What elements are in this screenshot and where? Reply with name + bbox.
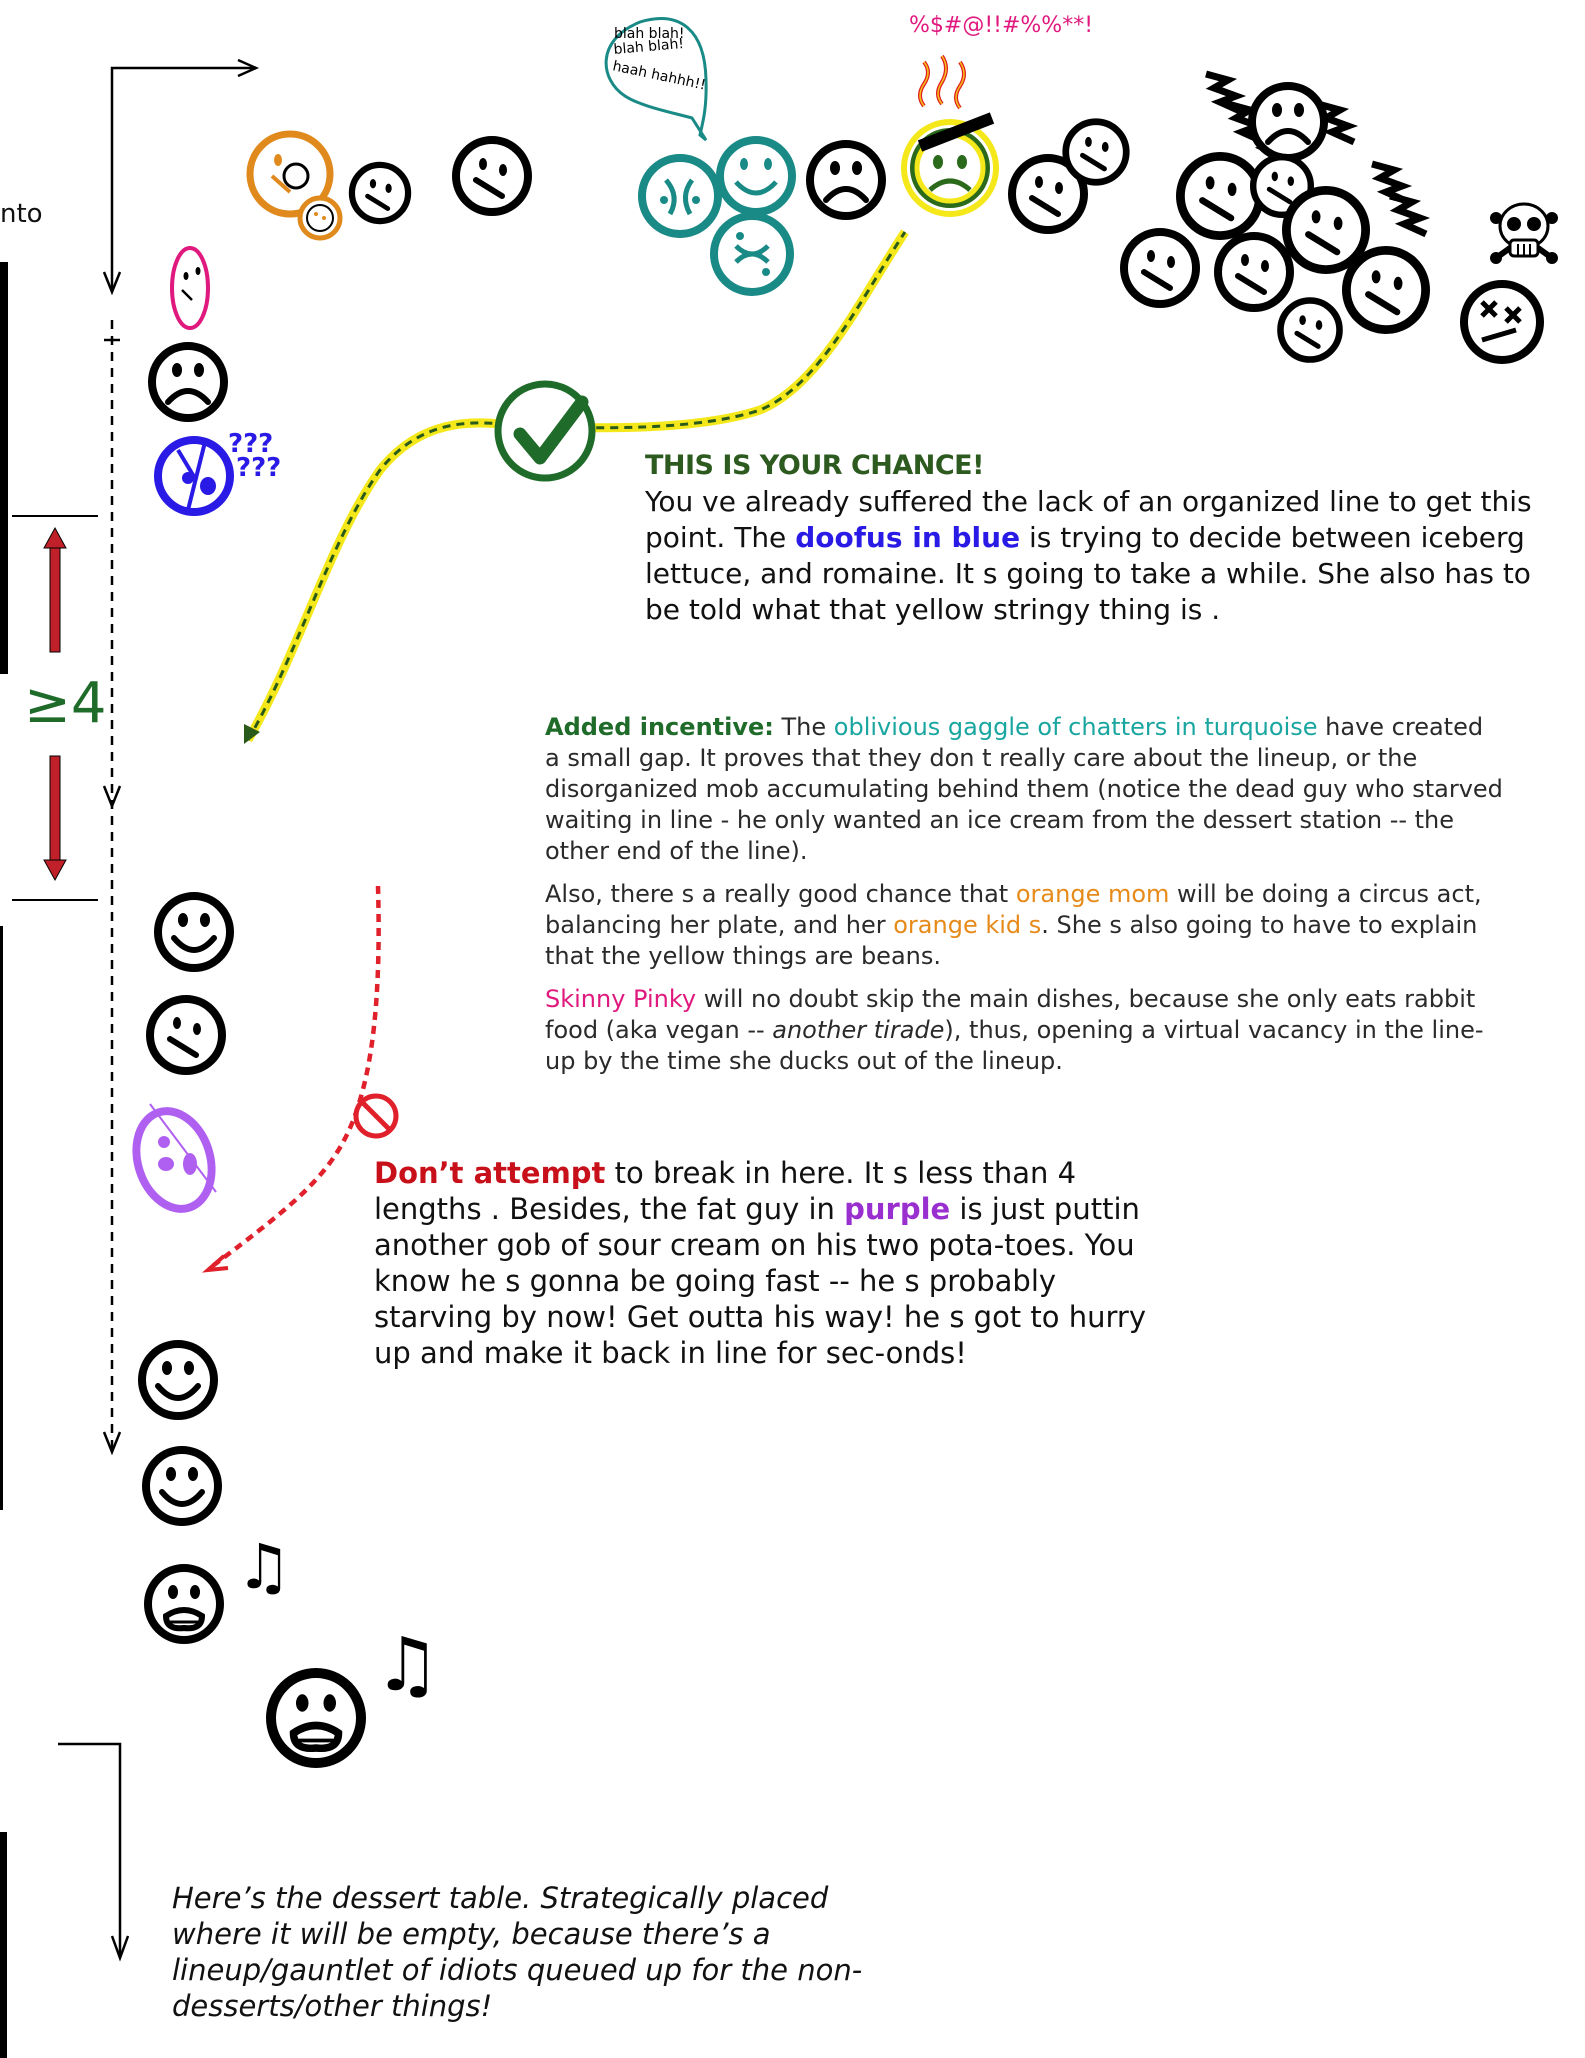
purple-label: purple bbox=[844, 1192, 951, 1226]
dont-attempt-text: Don’t attempt to break in here. It s les… bbox=[374, 1155, 1164, 1371]
singing-face-icon bbox=[271, 1673, 361, 1763]
smiley-face-icon bbox=[158, 896, 230, 968]
doofus-in-blue-label: doofus in blue bbox=[795, 521, 1021, 554]
dont-text-part: to break in here. It s less than 4 lengt… bbox=[374, 1156, 1077, 1226]
lineup-start-bracket bbox=[110, 66, 256, 290]
turquoise-chatter-face bbox=[710, 212, 794, 296]
incentive-text-part: ), thus, opening a virtual vacancy in th… bbox=[545, 1016, 1484, 1075]
incentive-text-part: The bbox=[773, 713, 834, 741]
neutral-face-icon bbox=[352, 165, 408, 221]
orange-mom-face bbox=[246, 130, 334, 218]
dont-text-part: is just puttin another gob of sour cream… bbox=[374, 1192, 1146, 1370]
neutral-face-icon bbox=[1280, 300, 1339, 359]
doofus-in-blue-face bbox=[154, 436, 234, 516]
dont-attempt-label: Don’t attempt bbox=[374, 1156, 606, 1190]
dessert-table-text: Here’s the dessert table. Strategically … bbox=[172, 1881, 863, 2023]
dessert-bracket bbox=[58, 1742, 122, 1956]
speech-bubble-icon: blah blah! blah blah! haah hahhh!! bbox=[604, 17, 708, 142]
incentive-text-part: Also, there s a really good chance that bbox=[545, 880, 1016, 908]
skinny-pinky-face bbox=[170, 246, 210, 330]
turquoise-label: oblivious gaggle of chatters in turquois… bbox=[833, 713, 1318, 741]
your-chance-text: THIS IS YOUR CHANCE! You ve already suff… bbox=[645, 448, 1545, 628]
orange-kid-face bbox=[297, 195, 343, 241]
chance-text-part: is trying to decide between iceberg lett… bbox=[645, 521, 1531, 626]
sad-face-icon bbox=[1252, 86, 1324, 158]
neutral-face-icon bbox=[1346, 250, 1425, 329]
orange-mom-label: orange mom bbox=[1015, 880, 1170, 908]
no-entry-icon bbox=[353, 1093, 399, 1139]
left-edge-bar bbox=[0, 1832, 7, 2058]
dead-face-icon bbox=[1460, 280, 1544, 364]
gap-arrow-down bbox=[43, 755, 67, 882]
neutral-face-icon bbox=[1286, 190, 1365, 269]
question-marks: ??? bbox=[236, 453, 281, 483]
gap-arrow-up bbox=[43, 526, 67, 653]
music-note-icon: ♫ bbox=[236, 1530, 292, 1603]
left-edge-bar bbox=[0, 262, 8, 674]
skinny-pinky-label: Skinny Pinky bbox=[545, 985, 697, 1013]
neutral-face-icon bbox=[1066, 122, 1126, 182]
singing-face-icon bbox=[148, 1568, 220, 1640]
cut-off-label: nto bbox=[0, 199, 43, 229]
angry-face-icon bbox=[901, 54, 999, 217]
added-incentive-text: Added incentive: The oblivious gaggle of… bbox=[545, 712, 1505, 1089]
incentive-paragraph: Skinny Pinky will no doubt skip the main… bbox=[545, 984, 1505, 1077]
neutral-face-icon bbox=[1218, 236, 1290, 308]
incentive-text-part: have created a small gap. It proves that… bbox=[545, 713, 1503, 865]
music-note-icon: ♫ bbox=[374, 1622, 440, 1708]
left-edge-bar bbox=[0, 926, 3, 1510]
incentive-text-part: will no doubt skip the main dishes, beca… bbox=[545, 985, 1476, 1044]
orange-kid-label: orange kid s bbox=[893, 911, 1042, 939]
incentive-text-part: . She s also going to have to explain th… bbox=[545, 911, 1478, 970]
bubble-text: blah blah! bbox=[613, 36, 685, 58]
curse-text: %$#@!!#%%**! bbox=[909, 13, 1093, 38]
neutral-face-icon bbox=[456, 140, 528, 212]
neutral-face-icon bbox=[150, 999, 222, 1071]
added-incentive-label: Added incentive: bbox=[545, 713, 774, 741]
fat-guy-purple-face bbox=[132, 1103, 217, 1213]
sad-face-icon bbox=[810, 144, 882, 216]
question-marks: ??? bbox=[228, 429, 273, 459]
neutral-face-icon bbox=[1124, 232, 1196, 304]
gap-length-label: ≥4 bbox=[24, 671, 107, 736]
your-chance-title: THIS IS YOUR CHANCE! bbox=[645, 450, 984, 481]
check-icon bbox=[494, 380, 596, 482]
smiley-face-icon bbox=[146, 1450, 218, 1522]
skull-icon bbox=[1490, 202, 1558, 264]
turquoise-chatter-face bbox=[716, 136, 796, 216]
mob-crowd bbox=[1124, 74, 1426, 360]
dont-attempt-path bbox=[208, 885, 381, 1270]
sad-face-icon bbox=[152, 346, 224, 418]
incentive-paragraph: Also, there s a really good chance that … bbox=[545, 879, 1505, 972]
incentive-text-part: will be doing a circus act, balancing he… bbox=[545, 880, 1482, 939]
smiley-face-icon bbox=[142, 1344, 214, 1416]
tirade-italic: another tirade bbox=[772, 1016, 945, 1044]
chance-text-part: You ve already suffered the lack of an o… bbox=[645, 485, 1532, 554]
turquoise-chatter-face bbox=[638, 154, 722, 238]
incentive-paragraph: Added incentive: The oblivious gaggle of… bbox=[545, 712, 1505, 867]
bubble-text: blah blah! bbox=[614, 26, 685, 42]
neutral-face-icon bbox=[1180, 156, 1259, 235]
